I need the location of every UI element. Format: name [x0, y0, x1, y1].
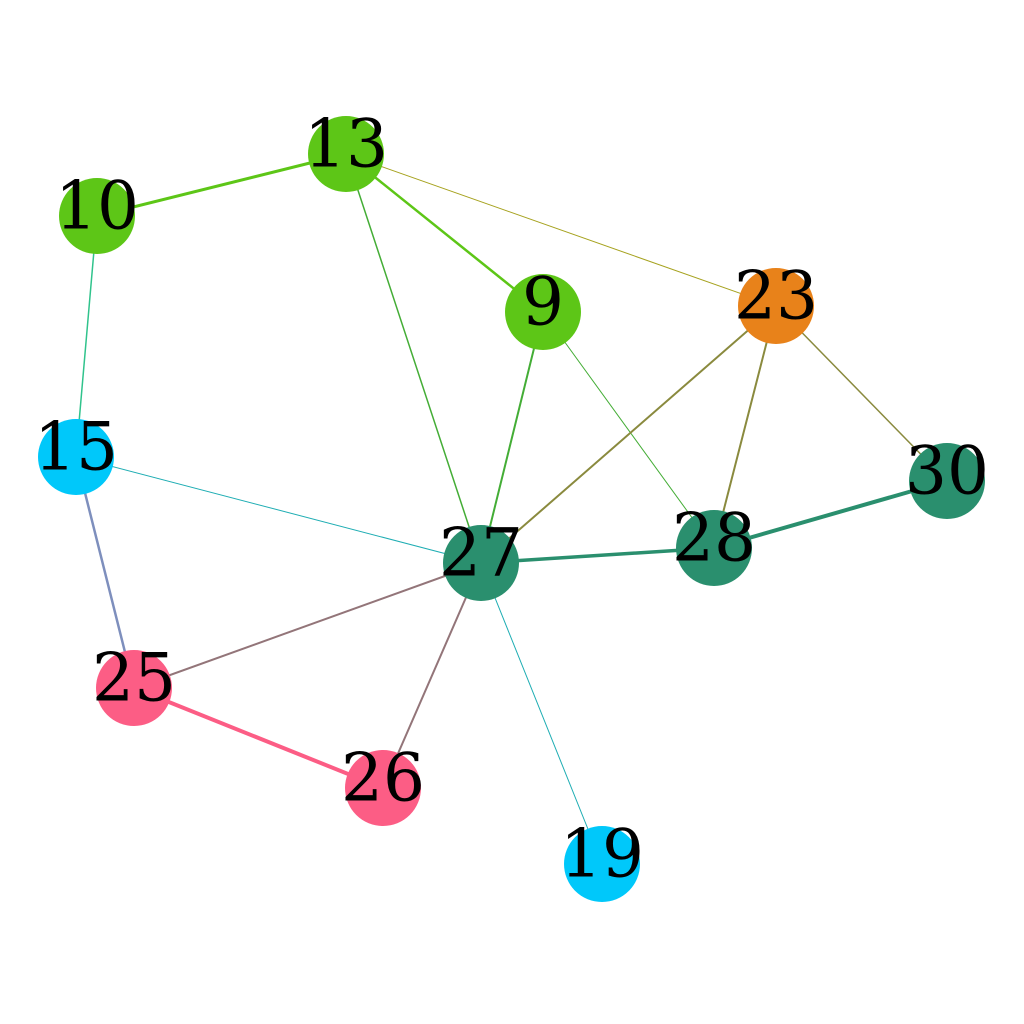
- node-circle-10: [59, 178, 135, 254]
- node-circle-28: [676, 510, 752, 586]
- edge-13-23: [345, 153, 777, 307]
- node-26[interactable]: 26: [341, 740, 425, 827]
- edge-27-25: [133, 562, 482, 689]
- edge-25-26: [132, 686, 385, 790]
- node-27[interactable]: 27: [439, 515, 523, 602]
- edge-13-9: [344, 152, 545, 314]
- edge-10-13: [95, 152, 348, 218]
- node-label-28: 28: [672, 500, 756, 577]
- node-circle-13: [308, 116, 384, 192]
- node-9[interactable]: 9: [505, 264, 581, 351]
- edge-9-28: [542, 311, 715, 549]
- node-circle-26: [345, 750, 421, 826]
- node-label-27: 27: [439, 515, 523, 592]
- nodes-layer: 10 13 9 23 15 30 27 28 25 26 19: [34, 106, 989, 903]
- node-label-13: 13: [304, 106, 388, 183]
- node-circle-30: [909, 443, 985, 519]
- node-25[interactable]: 25: [92, 640, 176, 727]
- edge-27-19: [480, 562, 603, 865]
- edges-layer: [74, 152, 949, 865]
- edge-13-27: [345, 153, 482, 564]
- node-label-10: 10: [55, 168, 139, 245]
- node-label-23: 23: [734, 258, 818, 335]
- node-10[interactable]: 10: [55, 168, 139, 255]
- edge-15-27: [75, 456, 482, 564]
- node-15[interactable]: 15: [34, 409, 118, 496]
- edge-23-28: [713, 305, 777, 549]
- node-label-26: 26: [341, 740, 425, 817]
- edge-28-30: [712, 479, 949, 550]
- node-label-9: 9: [522, 264, 564, 341]
- node-circle-15: [38, 419, 114, 495]
- node-circle-25: [96, 650, 172, 726]
- edge-15-25: [74, 455, 136, 690]
- edge-23-27: [480, 305, 777, 564]
- node-label-30: 30: [905, 433, 989, 510]
- node-circle-9: [505, 274, 581, 350]
- edge-27-26: [382, 562, 482, 789]
- edge-10-15: [75, 215, 98, 458]
- node-19[interactable]: 19: [560, 816, 644, 903]
- node-label-19: 19: [560, 816, 644, 893]
- node-circle-27: [443, 525, 519, 601]
- node-label-15: 15: [34, 409, 118, 486]
- edge-23-30: [775, 305, 948, 482]
- node-13[interactable]: 13: [304, 106, 388, 193]
- node-30[interactable]: 30: [905, 433, 989, 520]
- node-circle-23: [738, 268, 814, 344]
- node-label-25: 25: [92, 640, 176, 717]
- node-28[interactable]: 28: [672, 500, 756, 587]
- node-circle-19: [564, 826, 640, 902]
- node-23[interactable]: 23: [734, 258, 818, 345]
- edge-9-27: [480, 311, 544, 564]
- edge-27-28: [479, 546, 716, 565]
